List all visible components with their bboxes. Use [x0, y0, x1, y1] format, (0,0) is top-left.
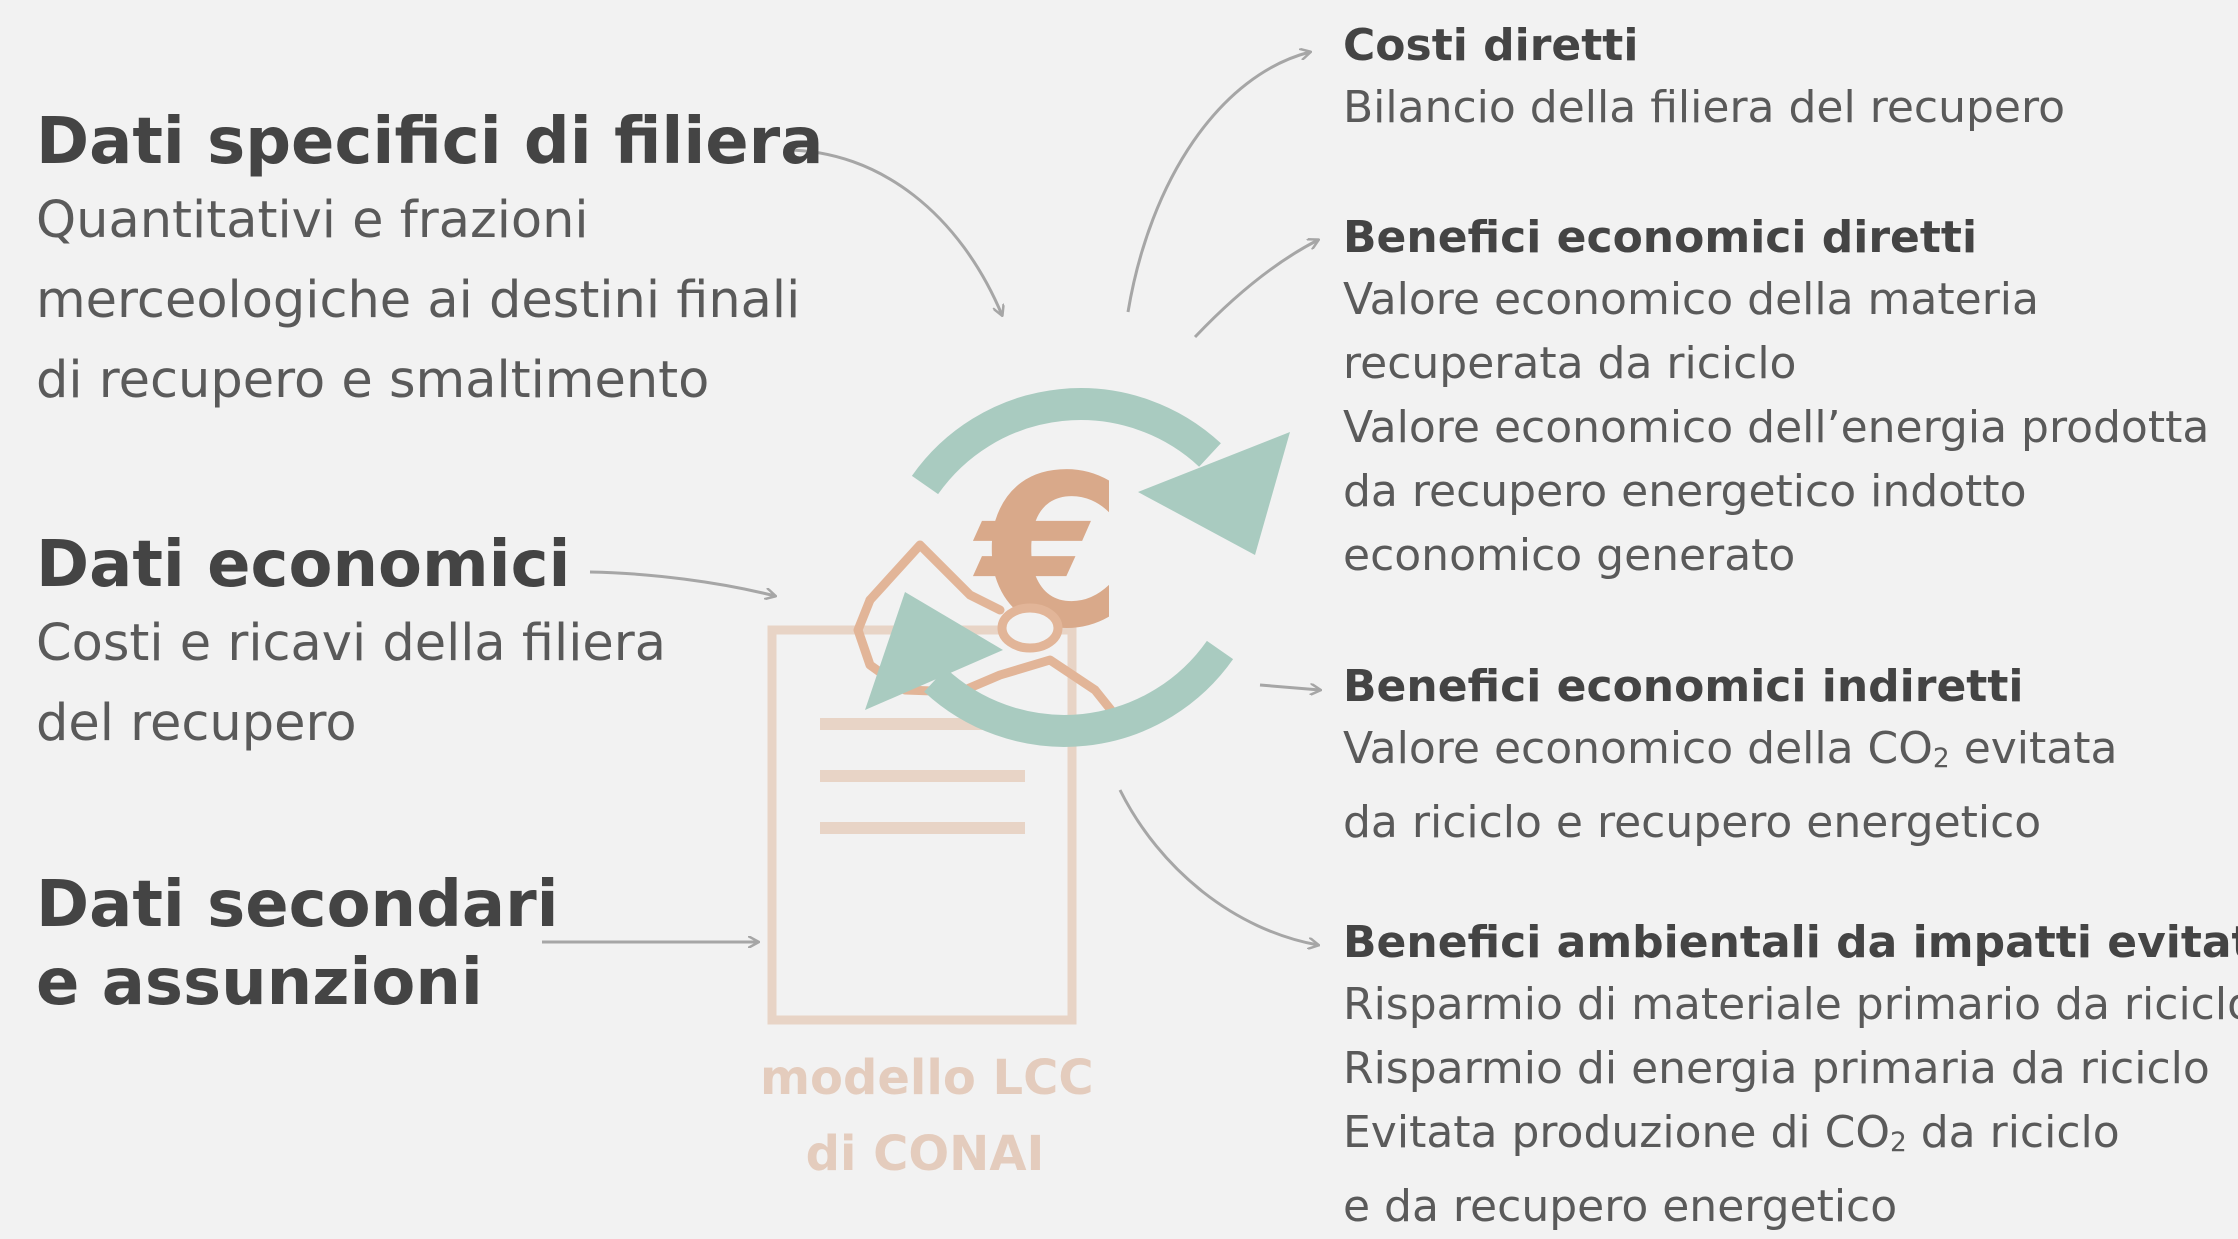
- input-dati-secondari: Dati secondari e assunzioni: [36, 866, 559, 1022]
- output-line: economico generato: [1343, 530, 1796, 581]
- output-line: da recupero energetico indotto: [1343, 466, 2027, 517]
- output-description: Valore economico della CO2 evitata da ri…: [1343, 717, 2117, 855]
- input-line: del recupero: [36, 694, 357, 753]
- output-title: Costi diretti: [1343, 20, 1639, 71]
- input-title: Dati secondari e assunzioni: [36, 866, 559, 1022]
- output-title: Benefici economici diretti: [1343, 212, 1978, 263]
- output-line: Risparmio di materiale primario da ricic…: [1343, 979, 2238, 1030]
- model-label-line: modello LCC: [760, 1050, 1094, 1106]
- input-line: Quantitativi e frazioni: [36, 191, 589, 250]
- output-line: Bilancio della filiera del recupero: [1343, 82, 2066, 133]
- output-description: Valore economico della materia recuperat…: [1343, 268, 2209, 588]
- input-title-line: Dati secondari: [36, 868, 559, 942]
- output-description: Risparmio di materiale primario da ricic…: [1343, 973, 2238, 1239]
- arrow-costi-diretti: [1126, 52, 1310, 313]
- arrow-dati-economici: [589, 570, 775, 596]
- input-dati-specifici: Dati specifici di filiera Quantitativi e…: [36, 103, 823, 421]
- input-line: merceologiche ai destini finali: [36, 271, 801, 330]
- subscript: 2: [1932, 742, 1950, 774]
- model-label: modello LCC di CONAI: [760, 1040, 1094, 1192]
- input-line: Costi e ricavi della filiera: [36, 614, 666, 673]
- output-benefici-ambientali: Benefici ambientali da impatti evitati R…: [1343, 913, 2238, 1239]
- arrow-benefici-indiretti: [1259, 685, 1320, 690]
- model-label-line: di CONAI: [805, 1126, 1045, 1182]
- output-line: da riciclo e recupero energetico: [1343, 796, 2042, 848]
- input-description: Quantitativi e frazioni merceologiche ai…: [36, 181, 823, 421]
- text-fragment: evitata: [1949, 723, 2118, 774]
- arrow-dati-specifici: [784, 148, 1002, 315]
- output-line: Valore economico della materia: [1343, 274, 2039, 325]
- output-line: recuperata da riciclo: [1343, 338, 1797, 389]
- arrow-benefici-diretti: [1193, 240, 1318, 339]
- cycle-arrows-icon: [865, 388, 1290, 747]
- text-fragment: Valore economico della CO: [1343, 723, 1933, 774]
- output-line: Valore economico della CO2 evitata: [1343, 717, 2117, 791]
- output-title: Benefici ambientali da impatti evitati: [1343, 917, 2238, 968]
- input-title-line: e assunzioni: [36, 946, 483, 1020]
- output-description: Bilancio della filiera del recupero: [1343, 76, 2065, 140]
- input-description: Costi e ricavi della filiera del recuper…: [36, 604, 666, 764]
- input-title: Dati specifici di filiera: [36, 105, 824, 179]
- output-benefici-diretti: Benefici economici diretti Valore econom…: [1343, 208, 2209, 588]
- output-line: Valore economico dell’energia prodotta: [1343, 402, 2210, 453]
- text-fragment: Evitata produzione di CO: [1343, 1107, 1890, 1158]
- subscript: 2: [1889, 1126, 1907, 1158]
- input-dati-economici: Dati economici Costi e ricavi della fili…: [36, 526, 666, 764]
- output-title: Benefici economici indiretti: [1343, 661, 2024, 712]
- output-line: Risparmio di energia primaria da riciclo: [1343, 1043, 2210, 1094]
- input-line: di recupero e smaltimento: [36, 351, 710, 410]
- arrow-benefici-ambientali: [1118, 789, 1318, 945]
- input-title: Dati economici: [36, 528, 571, 602]
- output-costi-diretti: Costi diretti Bilancio della filiera del…: [1343, 16, 2065, 140]
- output-line: Evitata produzione di CO2 da riciclo: [1343, 1101, 2238, 1175]
- output-benefici-indiretti: Benefici economici indiretti Valore econ…: [1343, 657, 2117, 855]
- output-line: e da recupero energetico: [1343, 1180, 1898, 1232]
- text-fragment: da riciclo: [1906, 1107, 2120, 1158]
